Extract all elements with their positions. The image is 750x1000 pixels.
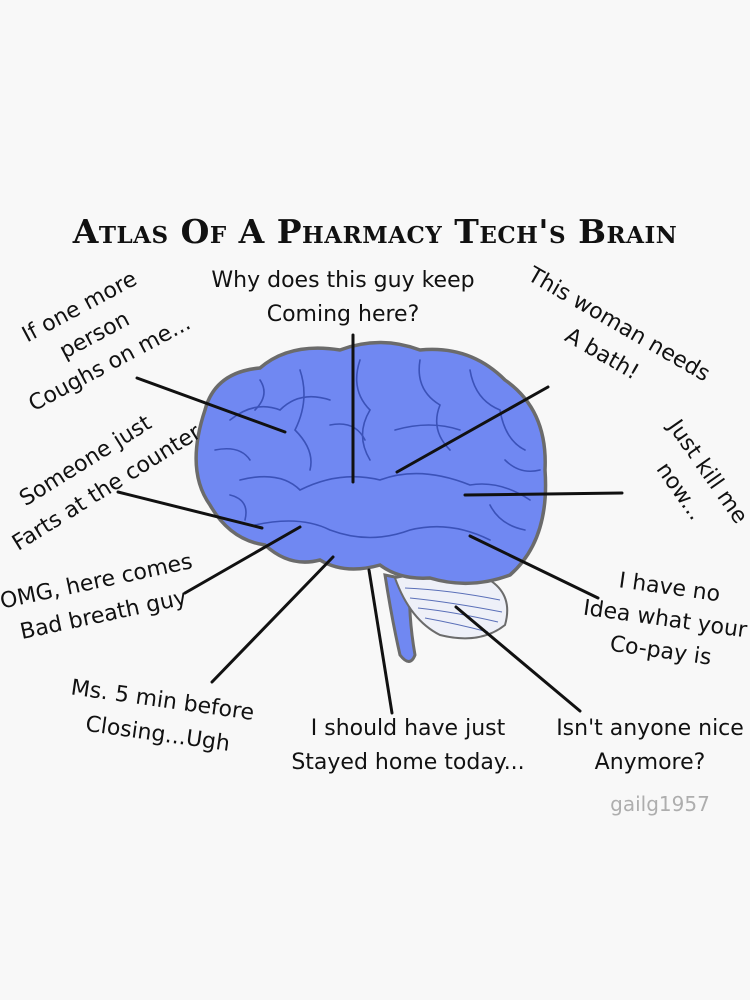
- title: Atlas Of A Pharmacy Tech's Brain: [72, 212, 678, 251]
- leader-lines: [116, 333, 624, 715]
- label-line: Stayed home today...: [291, 750, 525, 775]
- leader-line-nice: [454, 605, 582, 713]
- leader-line-farts: [116, 490, 264, 530]
- label-line: Isn't anyone nice: [556, 716, 744, 741]
- label-nice: Isn't anyone nice Anymore?: [545, 712, 750, 780]
- label-line: Coming here?: [266, 302, 420, 327]
- leader-line-copay: [468, 534, 600, 600]
- leader-line-coughs: [135, 376, 287, 434]
- leader-line-stayed-home: [367, 568, 394, 715]
- label-stayed-home: I should have just Stayed home today...: [288, 712, 528, 780]
- brain-illustration: [194, 340, 548, 663]
- label-why-guy: Why does this guy keep Coming here?: [193, 264, 493, 332]
- leader-line-bath: [395, 385, 550, 474]
- label-line: Anymore?: [594, 750, 706, 775]
- watermark: gailg1957: [610, 792, 710, 816]
- leader-line-kill: [463, 491, 624, 497]
- label-line: I should have just: [310, 716, 506, 741]
- leader-line-ms5: [210, 555, 335, 684]
- label-line: Why does this guy keep: [211, 268, 475, 293]
- gyri-lines: [214, 359, 541, 541]
- cerebrum: [194, 340, 548, 586]
- leader-line-omg: [183, 525, 302, 595]
